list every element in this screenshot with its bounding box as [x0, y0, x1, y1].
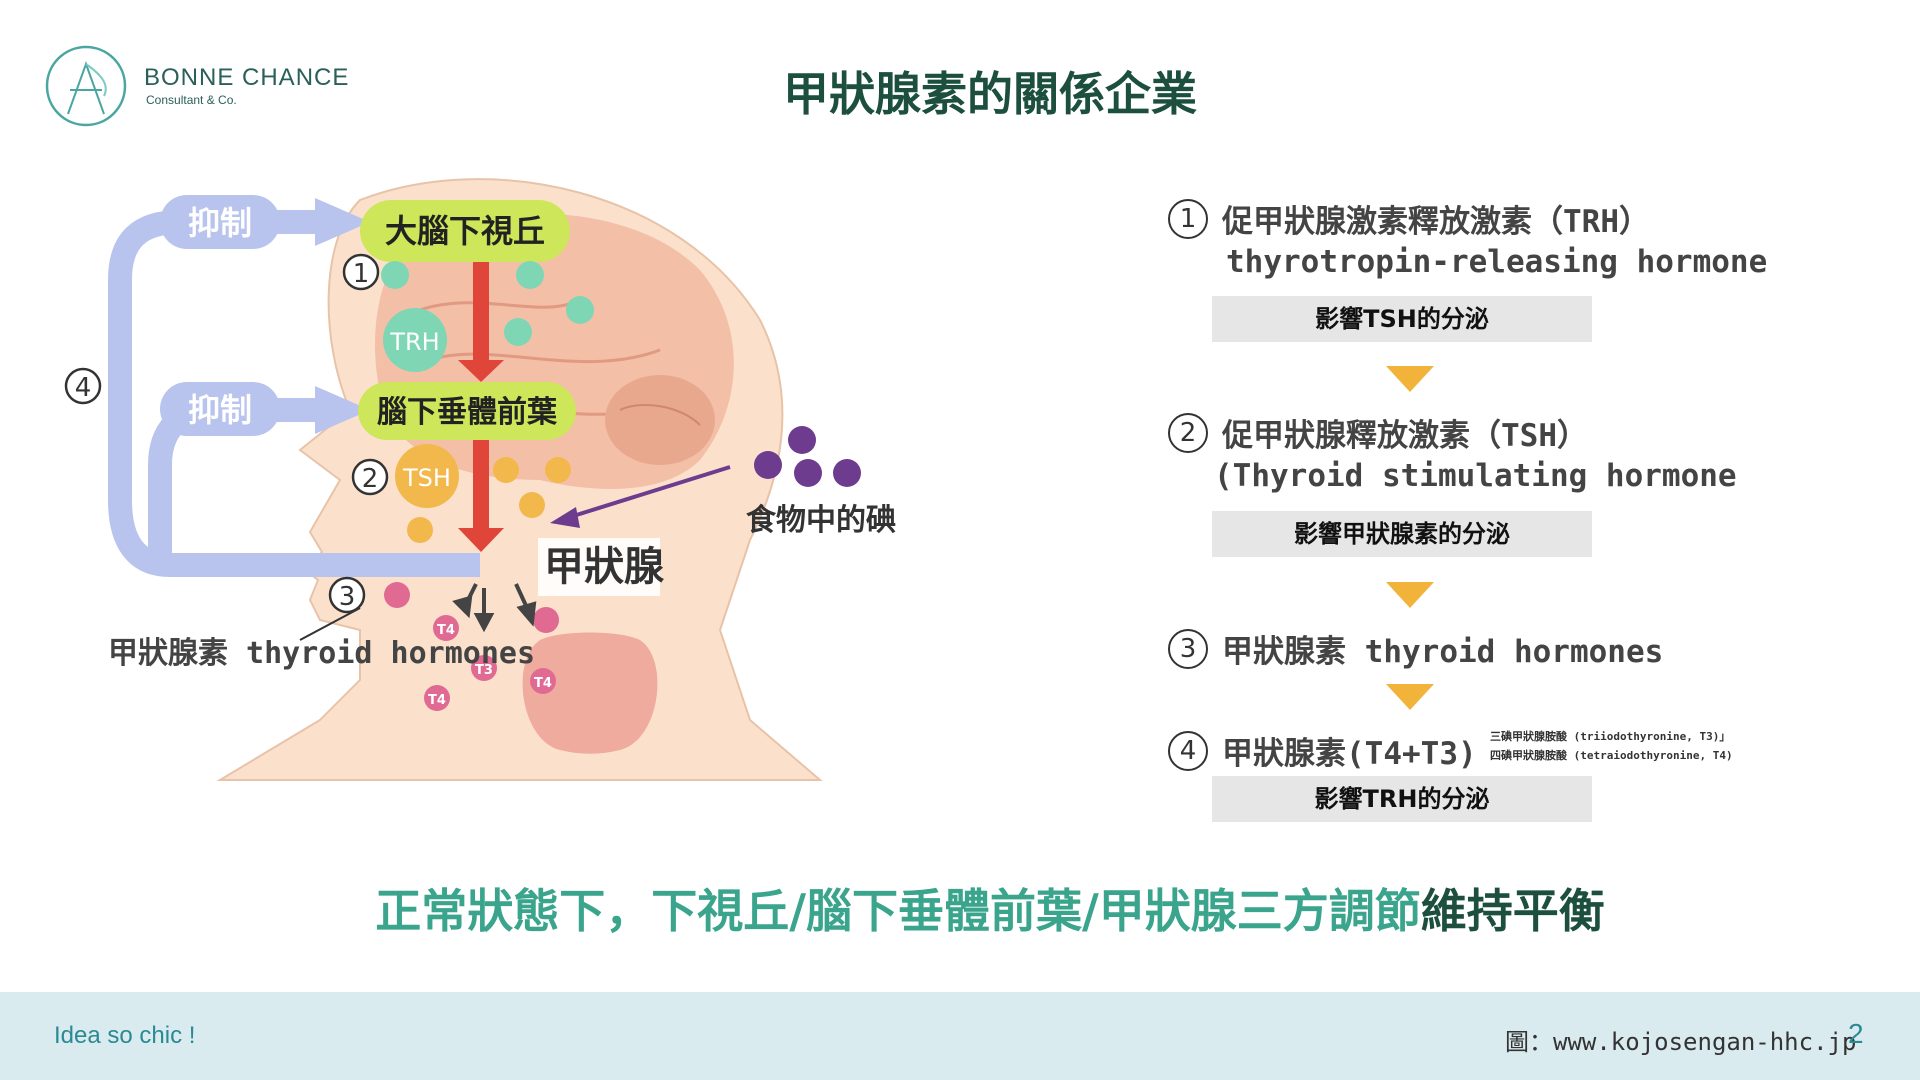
brand-logo-icon: [45, 45, 127, 127]
footer-bar: [0, 992, 1920, 1080]
step-2-zh: 促甲狀腺釋放激素（TSH）: [1222, 418, 1588, 454]
brand-subtitle: Consultant & Co.: [146, 93, 237, 107]
hormones-label: 甲狀腺素 thyroid hormones: [108, 636, 535, 671]
down-arrow-icon: [1386, 582, 1434, 608]
page-title: 甲狀腺素的關係企業: [783, 67, 1197, 121]
step-3-number: 3: [1168, 628, 1208, 669]
thyroid-label: 甲狀腺: [544, 544, 665, 590]
tsh-dots: [395, 444, 571, 543]
step-4-zh: 甲狀腺素(T4+T3): [1222, 736, 1477, 772]
step-1-number: 1: [1168, 198, 1208, 239]
t4-label-c: T4: [428, 693, 446, 708]
down-arrow-icon: [1386, 684, 1434, 710]
step-4-number: 4: [1168, 730, 1208, 771]
trh-label: TRH: [389, 328, 439, 356]
brand-name: BONNE CHANCE: [144, 64, 350, 91]
marker-4: 4: [75, 373, 92, 403]
release-arrows: [452, 583, 537, 633]
t3-label: T3: [475, 663, 493, 678]
marker-1: 1: [353, 259, 370, 289]
step-3: 3 甲狀腺素 thyroid hormones: [1168, 626, 1663, 671]
number-markers: [64, 253, 389, 614]
hormone-feedback-diagram: 抑制 抑制 大腦下視丘 腦下垂體前葉 TRH TSH T4 T3 T: [64, 178, 896, 781]
down-arrow-icon: [1386, 366, 1434, 392]
marker-2: 2: [362, 464, 379, 494]
footer-source: 圖：www.kojosengan-hhc.jp: [1505, 1028, 1857, 1056]
step-2: 2 促甲狀腺釋放激素（TSH）: [1168, 410, 1588, 455]
hypothalamus-label: 大腦下視丘: [385, 212, 545, 250]
hormone-dots: [384, 582, 559, 711]
t4-label-a: T4: [437, 623, 455, 638]
hypothalamus-box: [360, 200, 570, 262]
inhibit-label-top: 抑制: [188, 204, 252, 242]
conclusion-part-b: 維持平衡: [1420, 884, 1605, 938]
step-4-note-t4: 四碘甲狀腺胺酸 (tetraiodothyronine, T4): [1490, 749, 1733, 762]
conclusion: 正常狀態下，下視丘/腦下垂體前葉/甲狀腺三方調節維持平衡: [0, 875, 1920, 941]
iodine-dots: [754, 426, 861, 487]
inhibit-label-mid: 抑制: [188, 391, 252, 429]
step-1-effect: 影響TSH的分泌: [1212, 296, 1592, 342]
tsh-label: TSH: [402, 464, 451, 492]
step-2-effect: 影響甲狀腺素的分泌: [1212, 511, 1592, 557]
conclusion-part-a: 正常狀態下，下視丘/腦下垂體前葉/甲狀腺三方調節: [375, 884, 1421, 938]
t4-label-b: T4: [534, 676, 552, 691]
page-number: 2: [1848, 1018, 1864, 1049]
step-4-effect: 影響TRH的分泌: [1212, 776, 1592, 822]
feedback-loop-arrows: [108, 195, 480, 577]
pituitary-box: [358, 382, 576, 440]
step-1: 1 促甲狀腺激素釋放激素（TRH）: [1168, 196, 1650, 241]
trh-dots: [381, 261, 594, 372]
step-4: 4 甲狀腺素(T4+T3): [1168, 728, 1477, 773]
step-1-zh: 促甲狀腺激素釋放激素（TRH）: [1222, 204, 1650, 240]
footer-slogan: Idea so chic !: [54, 1022, 196, 1049]
pituitary-label: 腦下垂體前葉: [377, 395, 558, 430]
step-2-number: 2: [1168, 412, 1208, 453]
marker-3: 3: [339, 582, 356, 612]
step-4-note-t3: 三碘甲狀腺胺酸 (triiodothyronine, T3)」: [1490, 730, 1731, 743]
cascade-arrows: [458, 262, 504, 552]
step-2-en: (Thyroid stimulating hormone: [1214, 458, 1737, 494]
iodine-label: 食物中的碘: [746, 503, 896, 538]
step-1-en: thyrotropin-releasing hormone: [1226, 244, 1768, 280]
step-3-zh: 甲狀腺素 thyroid hormones: [1222, 634, 1664, 670]
